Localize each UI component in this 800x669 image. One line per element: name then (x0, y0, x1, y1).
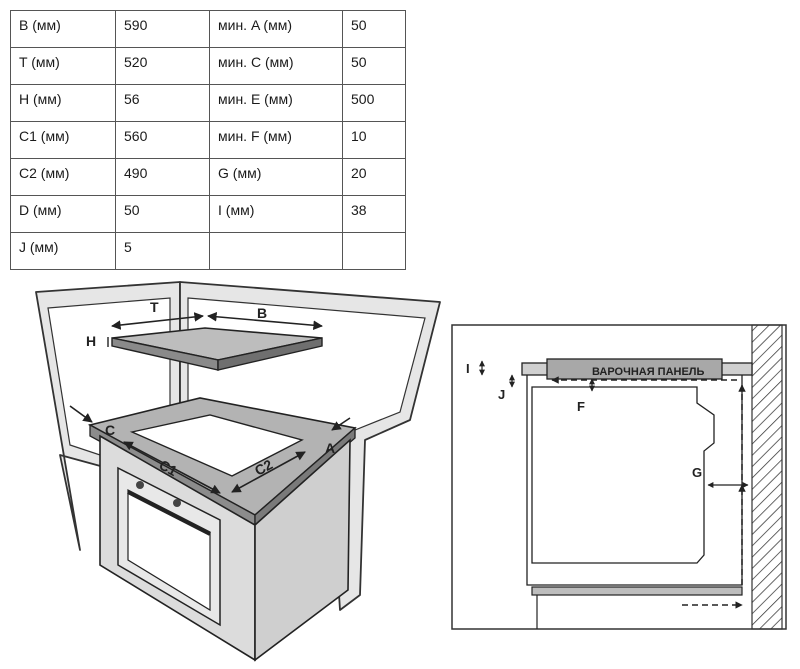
table-cell: G (мм) (209, 158, 343, 196)
label-c: C (105, 422, 115, 438)
table-cell: мин. E (мм) (209, 84, 343, 122)
label-t: T (150, 299, 159, 315)
label-j: J (498, 387, 505, 402)
label-b: B (257, 305, 267, 321)
table-cell: T (мм) (10, 47, 116, 85)
cross-section-diagram: ВАРОЧНАЯ ПАНЕЛЬ I J F G (451, 324, 787, 630)
table-cell: H (мм) (10, 84, 116, 122)
section-hob (546, 358, 723, 380)
dimension-arrow-b (207, 311, 323, 331)
panel-label: ВАРОЧНАЯ ПАНЕЛЬ (592, 366, 705, 378)
hob-side (217, 337, 323, 371)
table-row: J (мм) 5 (10, 232, 406, 270)
oven-handle (127, 490, 211, 536)
table-cell: C2 (мм) (10, 158, 116, 196)
table-cell: C1 (мм) (10, 121, 116, 159)
label-i: I (466, 361, 470, 376)
label-c2: C2 (252, 456, 276, 479)
oven-knob (173, 499, 181, 507)
table-row: B (мм) 590 мин. A (мм) 50 (10, 10, 406, 48)
dimension-arrow-c1 (123, 441, 221, 494)
cabinet-side (254, 438, 351, 662)
table-cell: I (мм) (209, 195, 343, 233)
table-cell: 56 (115, 84, 210, 122)
table-row: D (мм) 50 I (мм) 38 (10, 195, 406, 233)
label-f: F (577, 399, 585, 414)
label-a: A (325, 440, 335, 456)
table-cell: 520 (115, 47, 210, 85)
table-cell: 50 (342, 47, 406, 85)
specs-table: B (мм) 590 мин. A (мм) 50 T (мм) 520 мин… (10, 10, 406, 270)
table-cell: 50 (342, 10, 406, 48)
dimension-arrow-c (69, 405, 93, 423)
label-g: G (692, 465, 702, 480)
table-cell: 490 (115, 158, 210, 196)
oven-knob (136, 481, 144, 489)
table-cell: 38 (342, 195, 406, 233)
table-row: H (мм) 56 мин. E (мм) 500 (10, 84, 406, 122)
table-cell (342, 232, 406, 270)
table-row: T (мм) 520 мин. C (мм) 50 (10, 47, 406, 85)
table-row: C2 (мм) 490 G (мм) 20 (10, 158, 406, 196)
dimension-arrow-c2 (231, 451, 306, 493)
label-c1: C1 (157, 457, 181, 480)
table-cell: 10 (342, 121, 406, 159)
table-cell: B (мм) (10, 10, 116, 48)
table-cell: мин. F (мм) (209, 121, 343, 159)
table-row: C1 (мм) 560 мин. F (мм) 10 (10, 121, 406, 159)
corner-installation-diagram: T B H C A C1 C2 (35, 281, 441, 662)
table-cell (209, 232, 343, 270)
bottom-shelf (531, 586, 743, 596)
table-cell: D (мм) (10, 195, 116, 233)
table-cell: 560 (115, 121, 210, 159)
table-cell: 5 (115, 232, 210, 270)
table-cell: 20 (342, 158, 406, 196)
wall-hatch (751, 324, 783, 630)
table-cell: 50 (115, 195, 210, 233)
dimension-arrow-a (331, 417, 351, 431)
label-h: H (86, 333, 96, 349)
table-cell: мин. C (мм) (209, 47, 343, 85)
dimension-arrow-t (111, 312, 204, 330)
table-cell: 590 (115, 10, 210, 48)
table-cell: J (мм) (10, 232, 116, 270)
table-cell: мин. A (мм) (209, 10, 343, 48)
table-cell: 500 (342, 84, 406, 122)
oven-body (531, 386, 715, 564)
